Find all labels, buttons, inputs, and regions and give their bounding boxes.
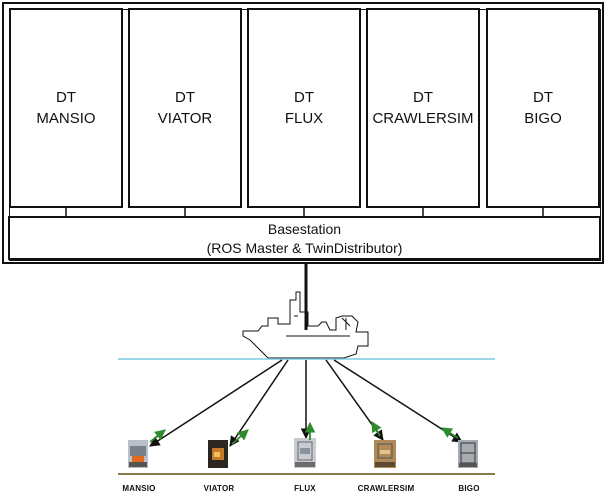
vehicle-label-flux: FLUX	[294, 484, 316, 493]
basestation-box: Basestation (ROS Master & TwinDistributo…	[8, 216, 601, 260]
vehicle-label-bigo: BIGO	[458, 484, 480, 493]
dt-box-bigo-name: BIGO	[524, 110, 562, 127]
vehicle-photo-flux	[294, 438, 316, 468]
dt-box-viator-name: VIATOR	[157, 110, 213, 127]
dt-box-viator-prefix: DT	[175, 89, 195, 106]
dt-box-bigo-prefix: DT	[532, 89, 553, 106]
basestation-title: Basestation	[267, 221, 342, 237]
dt-box-flux-name: FLUX	[284, 110, 324, 127]
vehicle-photo-bigo	[458, 440, 478, 468]
dt-box-flux: DT FLUX	[247, 8, 361, 208]
vehicle-photo-crawlersim	[374, 440, 396, 468]
basestation-subtitle: (ROS Master & TwinDistributor)	[206, 240, 403, 256]
dt-box-bigo: DT BIGO	[486, 8, 600, 208]
vehicle-photo-viator	[208, 440, 228, 468]
vehicle-label-crawlersim: CRAWLERSIM	[357, 484, 415, 493]
dt-box-crawlersim: DT CRAWLERSIM	[366, 8, 480, 208]
link-arrow-bigo	[333, 359, 463, 443]
vehicle-label-mansio: MANSIO	[122, 484, 156, 493]
ship-icon	[242, 291, 369, 359]
motion-arrow-crawlersim	[371, 421, 382, 437]
dt-box-viator: DT VIATOR	[128, 8, 242, 208]
vehicle-label-viator: VIATOR	[203, 484, 235, 493]
dt-box-mansio: DT MANSIO	[9, 8, 123, 208]
dt-box-crawlersim-name: CRAWLERSIM	[372, 110, 474, 127]
twin-connectors	[65, 208, 544, 216]
motion-arrow-mansio	[149, 429, 166, 443]
vehicle-photo-mansio	[128, 440, 148, 468]
link-arrow-viator	[229, 359, 289, 447]
motion-arrow-bigo	[441, 427, 459, 439]
dt-box-mansio-prefix: DT	[56, 89, 76, 106]
link-arrow-mansio	[149, 359, 283, 447]
dt-box-crawlersim-prefix: DT	[413, 89, 433, 106]
dt-box-flux-prefix: DT	[294, 89, 314, 106]
dt-box-mansio-name: MANSIO	[36, 110, 96, 127]
motion-arrow-viator	[231, 429, 249, 445]
